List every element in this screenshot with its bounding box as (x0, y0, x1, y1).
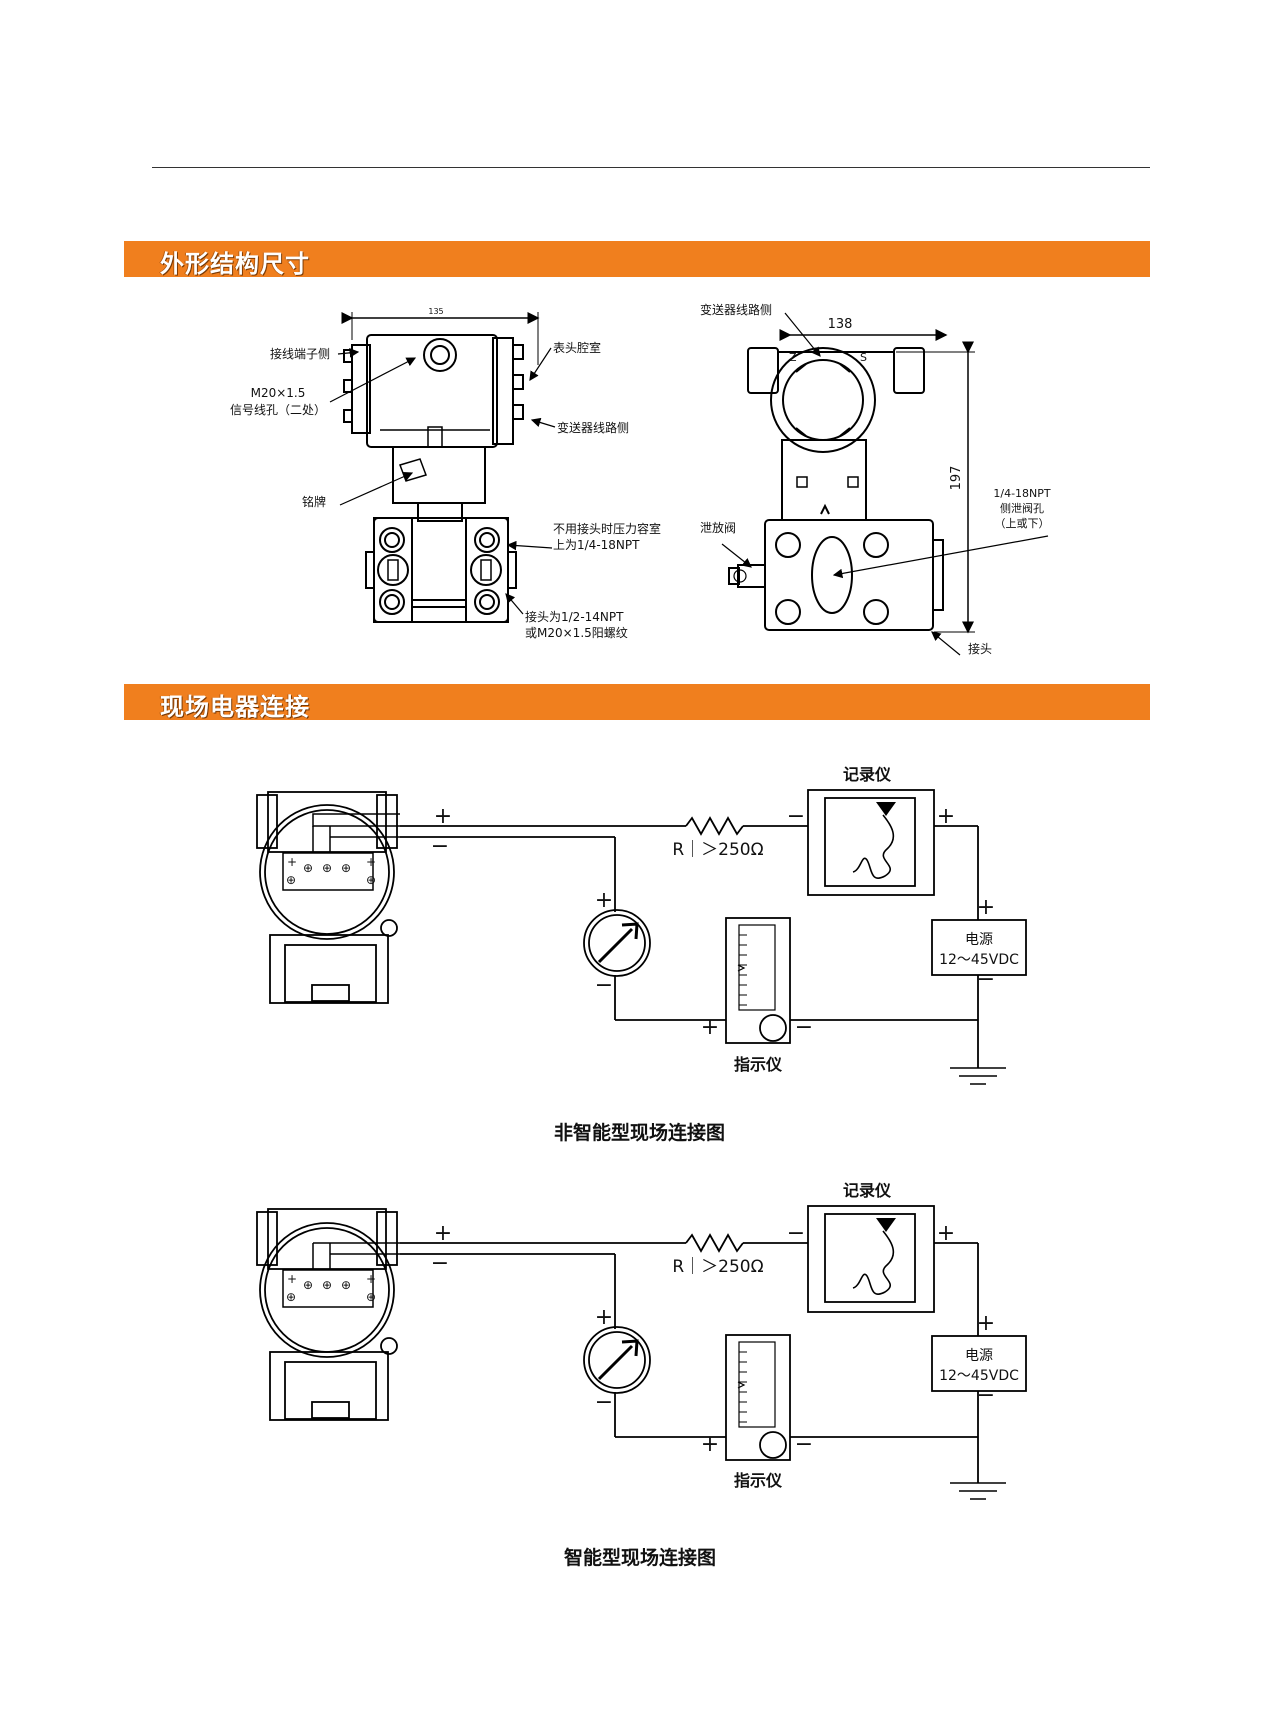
label-fitting-note-2: 或M20×1.5阳螺纹 (525, 626, 628, 640)
svg-text:⊕: ⊕ (322, 1278, 332, 1292)
plus-sign: + (937, 1221, 955, 1246)
plus-sign: + (701, 1432, 719, 1457)
recorder-1 (807, 789, 935, 896)
transmitter-housing-2 (256, 1208, 400, 1421)
power-label-2: 电源 (965, 1348, 993, 1364)
power-label-1: 电源 (965, 932, 993, 948)
header-rule (152, 167, 1150, 168)
front-view-s-mark: S (860, 351, 867, 364)
svg-text:⊕: ⊕ (286, 1290, 296, 1304)
side-view-drawing (329, 312, 556, 623)
plus-sign: + (937, 804, 955, 829)
recorder-label-1: 记录仪 (843, 765, 892, 784)
label-drain-line-3: （上或下） (995, 517, 1050, 530)
minus-sign: − (431, 834, 449, 859)
plus-sign: + (595, 888, 613, 913)
recorder-label-2: 记录仪 (843, 1181, 892, 1200)
indicator-label-2: 指示仪 (734, 1471, 783, 1490)
side-view-top-dim: 135 (428, 307, 443, 316)
label-terminal-side: 接线端子侧 (270, 346, 330, 361)
label-m20-line1: M20×1.5 (251, 386, 306, 400)
indicator-2 (725, 1334, 791, 1461)
front-view-drawing (721, 312, 1049, 656)
minus-sign: − (787, 1221, 805, 1246)
svg-text:⊕: ⊕ (303, 1278, 313, 1292)
caption-non-smart: 非智能型现场连接图 (554, 1122, 726, 1144)
wires-1 (400, 816, 979, 1068)
minus-sign: − (977, 1383, 995, 1408)
label-circuit-side-left: 变送器线路侧 (557, 420, 629, 435)
label-pressure-note-1: 不用接头时压力容室 (553, 521, 661, 536)
ground-symbol-1 (950, 1067, 1006, 1085)
minus-sign: − (977, 967, 995, 992)
section-title-wiring: 现场电器连接 (160, 693, 310, 721)
power-supply-box-1 (931, 919, 1027, 976)
svg-text:+: + (366, 1272, 376, 1286)
svg-text:+: + (287, 1272, 297, 1286)
ground-symbol-2 (950, 1482, 1006, 1500)
resistor-label-1: R｜＞250Ω (672, 840, 763, 860)
minus-sign: − (795, 1015, 813, 1040)
caption-smart: 智能型现场连接图 (564, 1547, 717, 1569)
label-drain-line-1: 1/4-18NPT (993, 487, 1051, 500)
current-meter-1 (583, 909, 651, 977)
power-supply-box-2 (931, 1335, 1027, 1392)
power-voltage-2: 12～45VDC (939, 1368, 1019, 1384)
label-pressure-note-2: 上为1/4-18NPT (553, 538, 640, 552)
front-view-z-mark: Z (789, 351, 797, 364)
current-meter-2 (583, 1326, 651, 1394)
svg-text:⊕: ⊕ (341, 1278, 351, 1292)
power-voltage-1: 12～45VDC (939, 952, 1019, 968)
plus-sign: + (977, 1311, 995, 1336)
minus-sign: − (595, 1390, 613, 1415)
svg-text:⊕: ⊕ (366, 1290, 376, 1304)
minus-sign: − (431, 1251, 449, 1276)
section-bar-wiring: 现场电器连接 (124, 684, 1150, 721)
svg-text:⊕: ⊕ (322, 861, 332, 875)
plus-sign: + (977, 895, 995, 920)
label-drain-line-2: 侧泄阀孔 (1000, 501, 1044, 515)
label-circuit-side-right: 变送器线路侧 (700, 302, 772, 317)
front-view-width-dim: 138 (828, 317, 853, 332)
label-meter-chamber: 表头腔室 (553, 340, 601, 355)
indicator-label-1: 指示仪 (734, 1055, 783, 1074)
label-m20-line2: 信号线孔（二处） (230, 403, 326, 417)
svg-text:⊕: ⊕ (341, 861, 351, 875)
plus-sign: + (434, 804, 452, 829)
minus-sign: − (595, 973, 613, 998)
label-nameplate: 铭牌 (302, 494, 326, 509)
label-fitting-note-1: 接头为1/2-14NPT (525, 609, 624, 624)
svg-text:⊕: ⊕ (303, 861, 313, 875)
plus-sign: + (595, 1305, 613, 1330)
front-view-height-dim: 197 (949, 466, 964, 491)
wires-2 (400, 1233, 979, 1483)
indicator-1 (725, 917, 791, 1044)
transmitter-housing-1 (256, 791, 400, 1004)
label-vent-valve: 泄放阀 (700, 520, 736, 535)
minus-sign: − (787, 804, 805, 829)
svg-text:⊕: ⊕ (286, 873, 296, 887)
section-bar-dimensions: 外形结构尺寸 (124, 241, 1150, 278)
resistor-label-2: R｜＞250Ω (672, 1257, 763, 1277)
label-fitting: 接头 (968, 641, 992, 656)
svg-text:+: + (366, 855, 376, 869)
plus-sign: + (434, 1221, 452, 1246)
section-title-dimensions: 外形结构尺寸 (160, 250, 310, 278)
plus-sign: + (701, 1015, 719, 1040)
recorder-2 (807, 1205, 935, 1313)
svg-text:+: + (287, 855, 297, 869)
minus-sign: − (795, 1432, 813, 1457)
svg-text:⊕: ⊕ (366, 873, 376, 887)
